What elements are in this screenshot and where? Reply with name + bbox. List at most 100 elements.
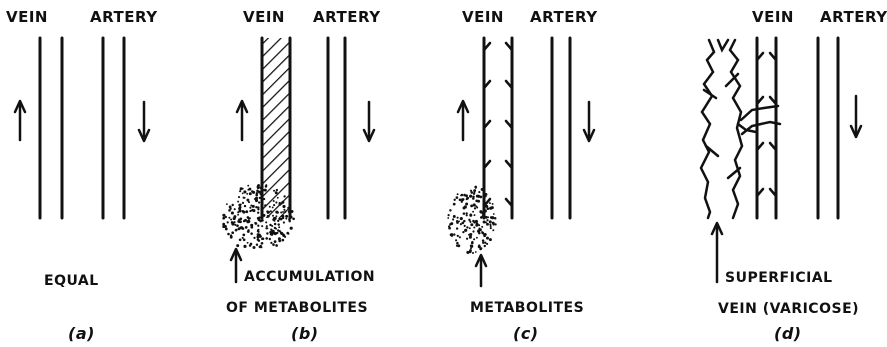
metabolite-dot <box>275 228 277 230</box>
metabolite-dot <box>280 218 283 221</box>
metabolite-dot <box>476 195 479 198</box>
caption-line-1: SUPERFICIAL <box>725 270 833 286</box>
metabolite-dot <box>277 223 279 225</box>
metabolite-dot <box>265 237 268 240</box>
artery-header: ARTERY <box>530 8 598 26</box>
metabolite-dot <box>247 229 249 231</box>
metabolite-dot <box>473 238 475 240</box>
metabolite-dot <box>454 199 456 201</box>
metabolite-dot <box>289 220 291 222</box>
metabolite-dot <box>452 218 454 220</box>
metabolite-dot <box>230 219 232 221</box>
metabolite-dot <box>232 204 234 206</box>
metabolite-dot <box>469 227 471 229</box>
metabolite-dot <box>225 225 227 227</box>
artery-header: ARTERY <box>313 8 381 26</box>
artery-header: ARTERY <box>90 8 158 26</box>
metabolite-dot <box>494 217 497 220</box>
metabolite-dot <box>479 196 482 199</box>
metabolite-dot <box>456 220 458 222</box>
metabolite-dot <box>456 242 459 245</box>
down-flow-arrow <box>139 102 149 141</box>
metabolite-dot <box>484 242 486 244</box>
metabolite-dot <box>243 239 246 242</box>
metabolite-dot <box>247 220 250 223</box>
pointer-arrow <box>712 223 722 282</box>
metabolite-dot <box>464 229 467 232</box>
metabolite-dot <box>256 192 259 195</box>
panel-c: VEIN ARTERY METABOLITES (c) <box>447 8 598 343</box>
panel-label: (b) <box>291 324 319 343</box>
metabolite-dot <box>242 237 244 239</box>
metabolite-dot <box>243 197 245 199</box>
metabolite-dot <box>249 210 251 212</box>
metabolite-dot <box>448 225 450 227</box>
metabolite-dot <box>469 221 471 223</box>
metabolite-dot <box>466 212 468 214</box>
metabolite-dot <box>259 219 262 222</box>
metabolite-dot <box>252 191 255 194</box>
metabolite-dot <box>284 236 286 238</box>
caption-line-1: EQUAL <box>44 273 99 289</box>
metabolite-dot <box>491 216 494 219</box>
metabolite-dot <box>489 220 492 223</box>
metabolite-dot <box>472 252 474 254</box>
metabolite-dot <box>486 223 489 226</box>
metabolite-dot <box>247 242 249 244</box>
metabolite-dot <box>245 210 248 213</box>
metabolite-dot <box>234 208 236 210</box>
metabolite-dot <box>231 211 234 214</box>
metabolite-dot <box>236 224 239 227</box>
metabolite-dot <box>480 211 482 213</box>
metabolite-dot <box>261 242 264 245</box>
metabolite-dot <box>266 225 268 227</box>
metabolite-dot <box>226 203 228 205</box>
metabolite-dot <box>243 220 245 222</box>
metabolite-dot <box>278 240 281 243</box>
metabolite-dot <box>462 231 464 233</box>
metabolite-dot <box>239 190 241 192</box>
metabolite-dot <box>228 209 231 212</box>
metabolite-dot <box>457 217 459 219</box>
vein-header: VEIN <box>243 8 285 26</box>
artery-header: ARTERY <box>820 8 887 26</box>
metabolite-dot <box>447 217 449 219</box>
metabolite-dot <box>250 226 253 229</box>
metabolite-dot <box>229 206 232 209</box>
metabolite-dot <box>470 205 473 208</box>
metabolite-dot <box>455 239 457 241</box>
metabolite-dot <box>477 230 479 232</box>
metabolite-dot <box>283 221 285 223</box>
varicose-vein-wall-right <box>730 40 742 218</box>
metabolite-dot <box>281 239 284 242</box>
metabolite-dot <box>254 222 256 224</box>
vein-header: VEIN <box>752 8 794 26</box>
metabolite-dot <box>250 232 253 235</box>
metabolite-dot <box>265 227 267 229</box>
metabolite-dot <box>242 211 245 214</box>
metabolite-dot <box>473 203 476 206</box>
metabolite-dot <box>237 227 240 230</box>
metabolite-dot <box>252 209 255 212</box>
metabolite-dot <box>489 238 492 241</box>
metabolite-dot <box>480 216 483 219</box>
metabolite-dot <box>242 227 245 230</box>
metabolite-dot <box>478 191 480 193</box>
metabolite-dot <box>469 236 472 239</box>
metabolite-dot <box>257 230 259 232</box>
metabolite-dot <box>248 218 250 220</box>
varicose-vein-wall-left <box>701 40 714 218</box>
metabolite-dot <box>469 233 472 236</box>
metabolite-dot <box>475 251 477 253</box>
metabolite-dot <box>266 232 268 234</box>
metabolite-dot <box>459 236 461 238</box>
communicating-vein <box>738 106 780 134</box>
metabolite-dot <box>469 214 471 216</box>
metabolite-dot <box>486 237 489 240</box>
vein-valves <box>484 43 512 206</box>
metabolite-dot <box>476 206 478 208</box>
metabolite-dot <box>246 193 248 195</box>
metabolite-dot <box>292 217 295 220</box>
metabolite-dot <box>225 228 228 231</box>
metabolite-dot <box>453 203 455 205</box>
